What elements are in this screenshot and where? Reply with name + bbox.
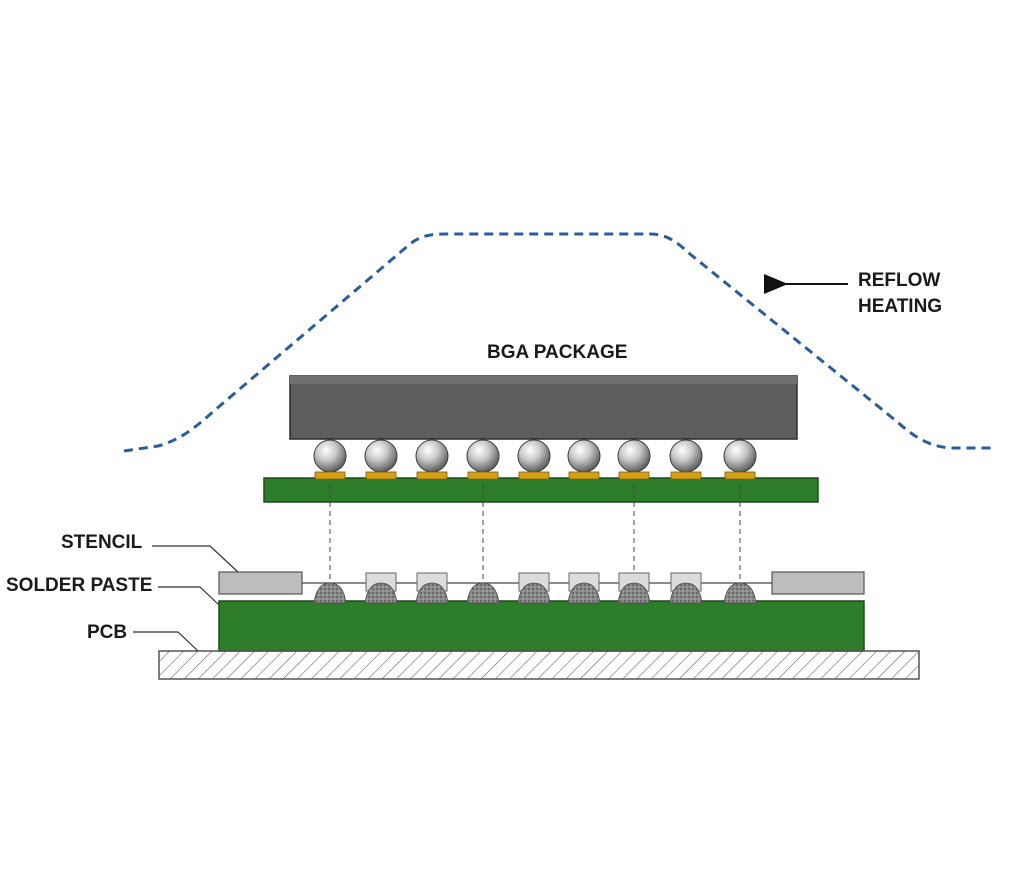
copper-pad <box>618 471 650 480</box>
stencil-leader-line <box>152 545 239 573</box>
pcb-board <box>218 600 865 652</box>
solder-ball <box>617 439 651 473</box>
stencil-label: STENCIL <box>61 532 143 553</box>
reflow-heating-curve <box>123 232 992 453</box>
copper-pad <box>670 471 702 480</box>
reflow-heating-label: REFLOW HEATING <box>858 268 942 320</box>
reflow-label-line2: HEATING <box>858 296 943 317</box>
solder-paste-mound <box>617 582 651 604</box>
solder-paste-label: SOLDER PASTE <box>6 575 153 596</box>
copper-pad <box>314 471 346 480</box>
pcb-leader-line <box>133 631 199 652</box>
solder-paste-mound <box>669 582 703 604</box>
bga-package-body <box>289 375 798 440</box>
substrate-pads <box>314 471 756 480</box>
package-substrate <box>263 477 819 503</box>
solder-paste-mound <box>364 582 398 604</box>
stencil-right-block <box>771 571 865 595</box>
copper-pad <box>518 471 550 480</box>
copper-pad <box>568 471 600 480</box>
solder-paste-mound <box>415 582 449 604</box>
alignment-guides <box>329 484 741 583</box>
pcb-label: PCB <box>87 622 128 643</box>
solder-paste-leader-line <box>158 586 220 606</box>
stencil-left-block <box>218 571 303 595</box>
package-top-highlight <box>290 376 797 384</box>
bga-package-label: BGA PACKAGE <box>487 342 628 363</box>
copper-pad <box>467 471 499 480</box>
solder-ball <box>466 439 500 473</box>
reflow-label-line1: REFLOW <box>858 270 941 291</box>
copper-pad <box>365 471 397 480</box>
base-fixture <box>158 650 920 680</box>
solder-paste-mound <box>313 582 347 604</box>
solder-ball <box>364 439 398 473</box>
solder-paste-mound <box>517 582 551 604</box>
solder-ball <box>723 439 757 473</box>
solder-ball <box>517 439 551 473</box>
solder-paste-mound <box>567 582 601 604</box>
solder-paste-mound <box>466 582 500 604</box>
solder-paste-mound <box>723 582 757 604</box>
solder-ball <box>567 439 601 473</box>
solder-ball <box>415 439 449 473</box>
solder-ball <box>313 439 347 473</box>
solder-paste-deposits <box>313 582 757 604</box>
solder-ball <box>669 439 703 473</box>
solder-ball-array <box>313 439 757 473</box>
copper-pad <box>416 471 448 480</box>
copper-pad <box>724 471 756 480</box>
